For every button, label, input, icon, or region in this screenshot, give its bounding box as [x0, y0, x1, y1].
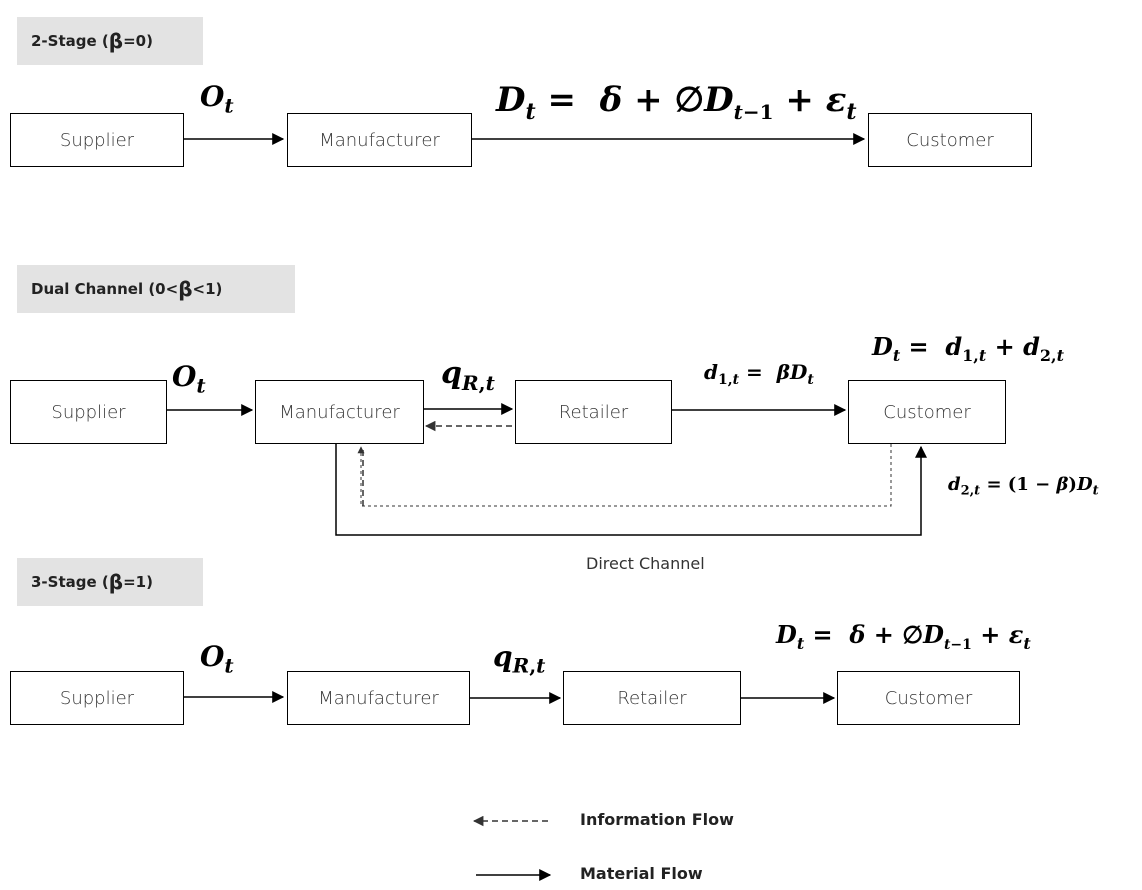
- node-manufacturer-3stage: Manufacturer: [287, 671, 470, 725]
- node-manufacturer-dual: Manufacturer: [255, 380, 424, 444]
- section-2-stage-pre: 2-Stage (: [31, 32, 109, 50]
- eq-orders-dual: Ot: [172, 360, 206, 398]
- node-customer-2stage: Customer: [868, 113, 1032, 167]
- eq-demand-3stage: Dt = δ + ∅Dt−1 + εt: [776, 620, 1031, 653]
- eq-d1-dual: d1,t = βDt: [704, 360, 814, 388]
- section-tag-dual-channel: Dual Channel (0<β<1): [17, 265, 295, 313]
- node-customer-3stage: Customer: [837, 671, 1020, 725]
- section-3-stage-pre: 3-Stage (: [31, 573, 109, 591]
- node-supplier-dual: Supplier: [10, 380, 167, 444]
- section-3-stage-post: =1): [123, 573, 153, 591]
- legend-material-flow: Material Flow: [580, 864, 703, 883]
- legend-information-flow: Information Flow: [580, 810, 734, 829]
- node-customer-dual: Customer: [848, 380, 1006, 444]
- beta-symbol: β: [108, 570, 124, 594]
- eq-orders-2stage: Ot: [200, 80, 234, 118]
- section-tag-2-stage: 2-Stage (β=0): [17, 17, 203, 65]
- node-retailer-dual: Retailer: [515, 380, 672, 444]
- section-dual-pre: Dual Channel (0<: [31, 280, 179, 298]
- section-2-stage-post: =0): [123, 32, 153, 50]
- direct-channel-material-arrow: [335, 444, 927, 536]
- eq-d2-dual: d2,t = (1 − β)Dt: [948, 474, 1099, 499]
- node-retailer-3stage: Retailer: [563, 671, 741, 725]
- node-supplier-3stage: Supplier: [10, 671, 184, 725]
- node-supplier-2stage: Supplier: [10, 113, 184, 167]
- direct-channel-label: Direct Channel: [586, 554, 705, 573]
- eq-demand-dual: Dt = d1,t + d2,t: [872, 332, 1064, 365]
- section-tag-3-stage: 3-Stage (β=1): [17, 558, 203, 606]
- direct-channel-info-arrow: [357, 444, 892, 507]
- eq-orders-3stage: Ot: [200, 640, 234, 678]
- eq-demand-2stage: Dt = δ + ∅Dt−1 + εt: [496, 80, 857, 125]
- section-dual-post: <1): [192, 280, 223, 298]
- eq-retailer-order-dual: qR,t: [441, 356, 495, 395]
- eq-retailer-order-3stage: qR,t: [493, 640, 546, 678]
- beta-symbol: β: [108, 29, 124, 53]
- beta-symbol: β: [178, 277, 193, 301]
- node-manufacturer-2stage: Manufacturer: [287, 113, 472, 167]
